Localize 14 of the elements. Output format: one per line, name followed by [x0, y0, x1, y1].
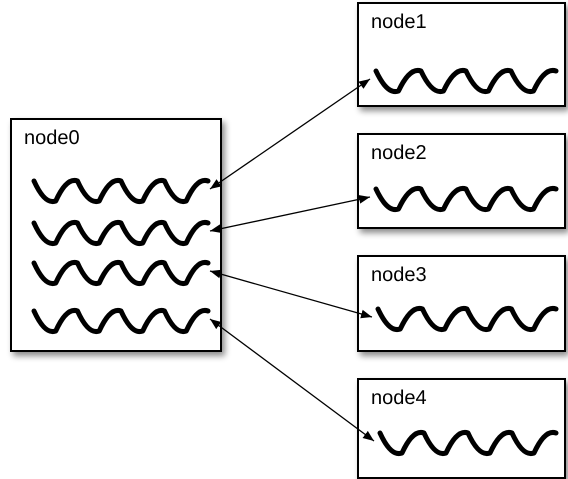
node-label: node2: [371, 143, 427, 163]
node-box: [357, 133, 566, 229]
node-box: [10, 118, 222, 352]
node-label: node0: [24, 128, 80, 148]
node-box: [357, 255, 566, 352]
arrow: [210, 270, 372, 318]
node-label: node1: [371, 12, 427, 32]
arrow: [210, 318, 374, 442]
node-box: [357, 2, 566, 107]
node-box: [357, 378, 566, 479]
node-label: node3: [371, 265, 427, 285]
arrow: [210, 78, 370, 190]
arrow: [210, 194, 370, 234]
node-label: node4: [371, 388, 427, 408]
